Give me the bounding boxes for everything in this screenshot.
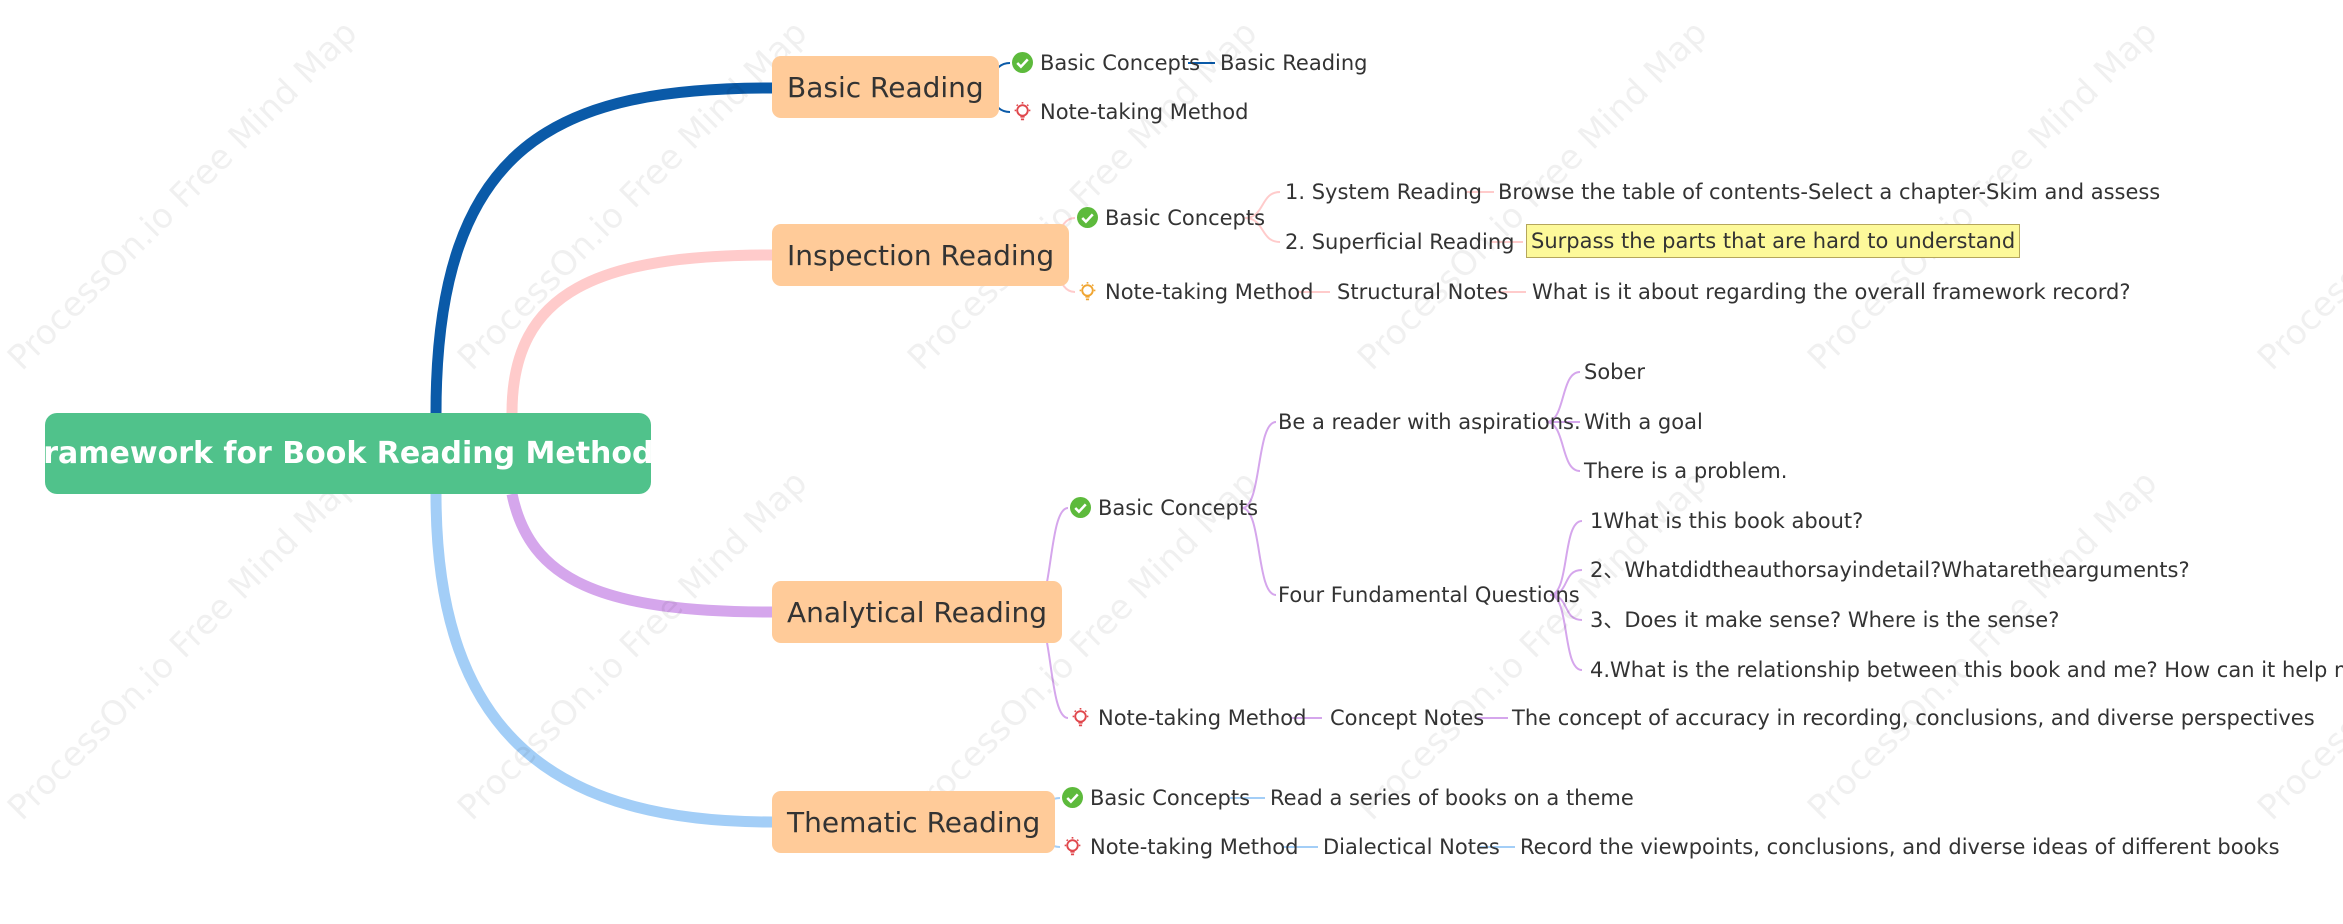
node-label: Note-taking Method <box>1098 706 1307 730</box>
question-item[interactable]: 4.What is the relationship between this … <box>1590 658 2343 682</box>
aspiration-item[interactable]: Sober <box>1584 360 1646 384</box>
concept-notes-detail[interactable]: The concept of accuracy in recording, co… <box>1512 706 2315 730</box>
node-label: Note-taking Method <box>1090 835 1299 859</box>
node-label: Note-taking Method <box>1040 100 1249 124</box>
check-icon <box>1070 497 1091 518</box>
check-icon <box>1077 207 1098 228</box>
aspiration-node[interactable]: Be a reader with aspirations. <box>1278 410 1581 434</box>
inspection-concepts-node[interactable]: Basic Concepts <box>1077 203 1265 233</box>
bulb-icon <box>1077 281 1098 302</box>
branch-line-thematic <box>430 493 773 828</box>
analytical-notes-node[interactable]: Note-taking Method <box>1070 703 1306 733</box>
node-label: Basic Concepts <box>1090 786 1251 810</box>
basic-notes-node[interactable]: Note-taking Method <box>1012 97 1248 127</box>
thematic-concepts-node[interactable]: Basic Concepts <box>1062 783 1250 813</box>
branch-line-analytical <box>506 492 773 618</box>
thematic-concepts-detail[interactable]: Read a series of books on a theme <box>1270 786 1634 810</box>
aspiration-item[interactable]: There is a problem. <box>1584 459 1788 483</box>
analytical-concepts-node[interactable]: Basic Concepts <box>1070 493 1258 523</box>
four-questions-node[interactable]: Four Fundamental Questions <box>1278 583 1580 607</box>
question-item[interactable]: 3、Does it make sense? Where is the sense… <box>1590 608 2060 632</box>
topic-thematic-reading[interactable]: Thematic Reading <box>772 791 1056 853</box>
bulb-icon <box>1062 836 1083 857</box>
check-icon <box>1012 52 1033 73</box>
system-reading-node[interactable]: 1. System Reading <box>1285 180 1482 204</box>
concept-notes-node[interactable]: Concept Notes <box>1330 706 1485 730</box>
inspection-notes-node[interactable]: Note-taking Method <box>1077 277 1313 307</box>
branch-line-inspection <box>506 249 773 414</box>
root-node[interactable]: Framework for Book Reading Methods <box>25 413 671 494</box>
topic-basic-reading[interactable]: Basic Reading <box>772 56 999 118</box>
structural-notes-detail[interactable]: What is it about regarding the overall f… <box>1532 280 2131 304</box>
topic-inspection-reading[interactable]: Inspection Reading <box>772 224 1070 286</box>
question-item[interactable]: 1What is this book about? <box>1590 509 1864 533</box>
topic-analytical-reading[interactable]: Analytical Reading <box>772 581 1063 643</box>
structural-notes-node[interactable]: Structural Notes <box>1337 280 1509 304</box>
superficial-reading-node[interactable]: 2. Superficial Reading <box>1285 230 1515 254</box>
connector-analytical <box>1032 371 1583 719</box>
basic-concepts-node[interactable]: Basic Concepts <box>1012 48 1200 78</box>
question-item[interactable]: 2、Whatdidtheauthorsayindetail?Whatarethe… <box>1590 558 2190 582</box>
node-label: Basic Concepts <box>1105 206 1266 230</box>
node-label: Note-taking Method <box>1105 280 1314 304</box>
node-label: Basic Concepts <box>1040 51 1201 75</box>
check-icon <box>1062 787 1083 808</box>
system-reading-detail[interactable]: Browse the table of contents-Select a ch… <box>1498 180 2161 204</box>
bulb-icon <box>1012 101 1033 122</box>
dialectical-notes-node[interactable]: Dialectical Notes <box>1323 835 1500 859</box>
aspiration-item[interactable]: With a goal <box>1584 410 1703 434</box>
dialectical-notes-detail[interactable]: Record the viewpoints, conclusions, and … <box>1520 835 2280 859</box>
superficial-reading-detail[interactable]: Surpass the parts that are hard to under… <box>1526 224 2021 258</box>
node-label: Basic Concepts <box>1098 496 1259 520</box>
branch-line-basic <box>430 82 773 414</box>
thematic-notes-node[interactable]: Note-taking Method <box>1062 832 1298 862</box>
basic-concepts-detail[interactable]: Basic Reading <box>1220 51 1368 75</box>
bulb-icon <box>1070 707 1091 728</box>
